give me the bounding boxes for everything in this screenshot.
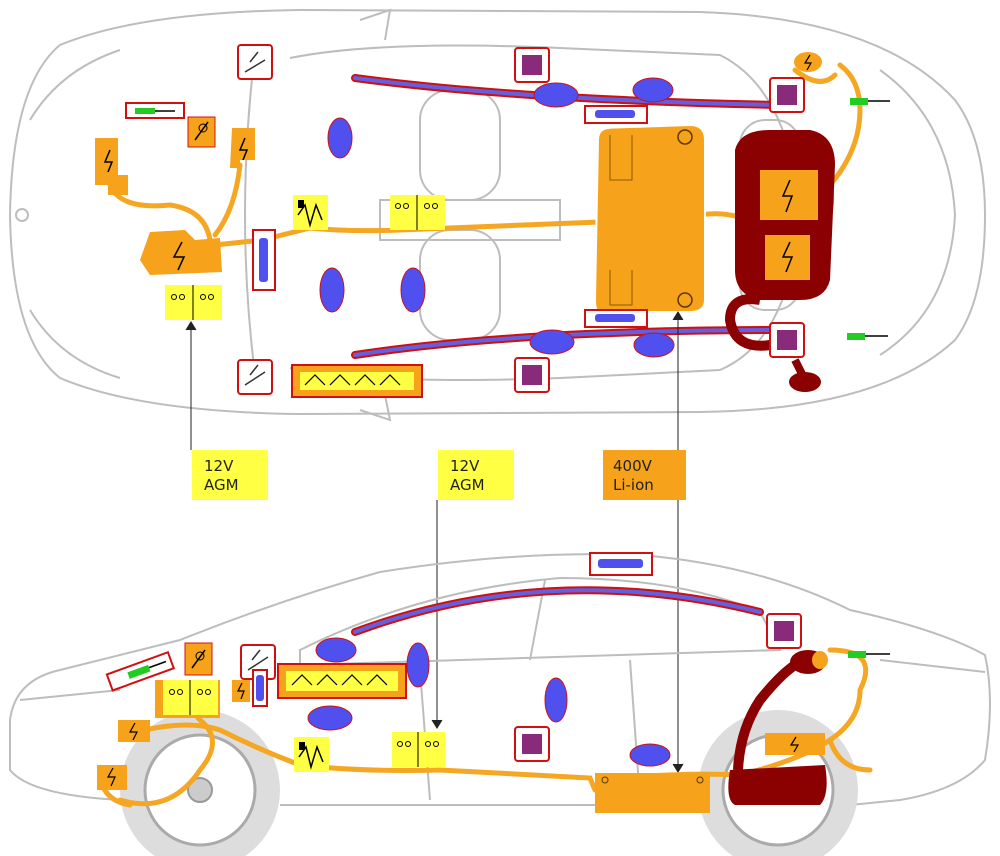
- side-seatbelt-pretensioner: [184, 642, 213, 676]
- high-voltage-icon: [103, 149, 114, 173]
- high-voltage-icon: [238, 137, 249, 161]
- top-12v-battery-rear: [390, 195, 445, 230]
- side-hv-battery: [595, 773, 710, 813]
- high-voltage-icon: [128, 722, 138, 741]
- top-curtain-inflators: [252, 105, 648, 328]
- label-hv-line1: 400V: [613, 457, 653, 475]
- top-hv-components-rear: [760, 170, 818, 280]
- battery-labels: 12V AGM 12V AGM 400V Li-ion: [192, 450, 686, 773]
- side-gas-struts: [105, 650, 890, 692]
- label-400v-li-ion: 400V Li-ion: [603, 450, 686, 500]
- high-voltage-icon: [789, 736, 800, 753]
- label-12v-agm-rear: 12V AGM: [438, 450, 514, 500]
- side-hv-components-front: [97, 680, 250, 790]
- label-12v-front-line1: 12V: [204, 457, 234, 475]
- side-view-car-outline: [9, 553, 991, 806]
- side-front-wheel: [120, 710, 280, 856]
- top-12v-battery-front: [165, 285, 222, 320]
- top-fuel-cap-hv: [794, 52, 822, 72]
- high-voltage-icon: [106, 767, 116, 787]
- top-view-car-outline: [8, 8, 987, 422]
- label-12v-rear-line1: 12V: [450, 457, 480, 475]
- side-curtain-airbag: [351, 552, 764, 636]
- high-voltage-icon: [237, 682, 245, 700]
- side-hv-component-rear: [765, 733, 825, 755]
- high-voltage-icon: [172, 241, 186, 271]
- top-gas-inflator: [293, 195, 328, 230]
- side-pedestrian-protection: [240, 644, 276, 707]
- top-gas-struts: [125, 98, 890, 340]
- top-airbags: [319, 77, 675, 358]
- top-side-airbag-strip: [291, 364, 423, 398]
- high-voltage-icon: [781, 179, 794, 213]
- side-gas-inflator: [294, 737, 329, 772]
- label-hv-line2: Li-ion: [613, 476, 654, 494]
- top-hv-battery: [593, 123, 706, 313]
- top-seatbelt-pretensioner: [187, 116, 216, 148]
- top-view: [8, 8, 987, 450]
- top-pedestrian-protection: [237, 44, 273, 395]
- top-airbag-control-units: [514, 47, 805, 393]
- side-view: [9, 552, 991, 856]
- high-voltage-icon: [781, 241, 794, 273]
- brand-emblem-front: [15, 208, 29, 222]
- top-hv-components-front: [95, 128, 255, 275]
- side-airbags: [307, 637, 671, 767]
- label-12v-rear-line2: AGM: [450, 476, 485, 494]
- label-leader-lines: [431, 500, 684, 773]
- side-12v-battery-front: [155, 680, 220, 718]
- side-airbag-control-units: [514, 613, 802, 762]
- side-airbag-strip: [277, 663, 407, 699]
- top-leader-lines: [185, 311, 684, 450]
- side-12v-battery-rear: [392, 732, 445, 767]
- side-fuel-tank: [728, 650, 828, 805]
- label-12v-front-line2: AGM: [204, 476, 239, 494]
- label-12v-agm-front: 12V AGM: [192, 450, 268, 500]
